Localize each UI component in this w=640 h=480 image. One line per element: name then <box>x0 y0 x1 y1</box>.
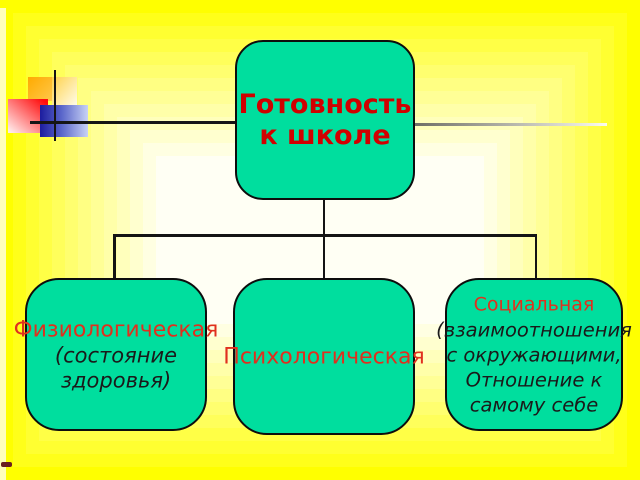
node-label: Социальная <box>473 293 595 315</box>
connector-horizontal <box>113 234 537 237</box>
node-physiological-text: Физиологическая (состояние здоровья) <box>14 316 219 393</box>
bottom-left-mark <box>1 462 12 467</box>
left-edge-strip <box>0 8 6 480</box>
node-social-text: Социальная (взаимоотношения с окружающим… <box>436 292 632 417</box>
node-psychological: Психологическая <box>223 278 425 435</box>
node-title-text: Готовность к школе <box>239 89 412 151</box>
orange-square <box>28 77 52 101</box>
title-line-2: к школе <box>259 120 391 151</box>
title-line-1: Готовность <box>238 89 412 120</box>
node-label: Физиологическая <box>13 317 219 342</box>
logo-vertical-line <box>53 70 56 141</box>
node-label: Психологическая <box>223 344 425 369</box>
node-subline: здоровья) <box>60 368 172 392</box>
node-social: Социальная (взаимоотношения с окружающим… <box>436 278 632 431</box>
node-subline: (состояние <box>54 343 178 367</box>
node-subline: (взаимоотношения <box>436 318 632 341</box>
title-rule-left <box>30 121 235 124</box>
connector-right-vertical <box>534 234 537 280</box>
node-physiological: Физиологическая (состояние здоровья) <box>14 278 218 431</box>
title-rule-right <box>415 123 607 126</box>
node-title: Готовность к школе <box>235 40 415 200</box>
node-subline: с окружающими, <box>446 343 622 366</box>
yellow-square <box>52 77 77 107</box>
connector-title-vertical <box>322 198 325 238</box>
connector-left-vertical <box>113 234 116 280</box>
node-subline: самому себе <box>469 393 599 416</box>
node-psychological-text: Психологическая <box>223 343 424 370</box>
node-subline: Отношение к <box>465 368 603 391</box>
connector-middle-vertical <box>322 234 325 280</box>
